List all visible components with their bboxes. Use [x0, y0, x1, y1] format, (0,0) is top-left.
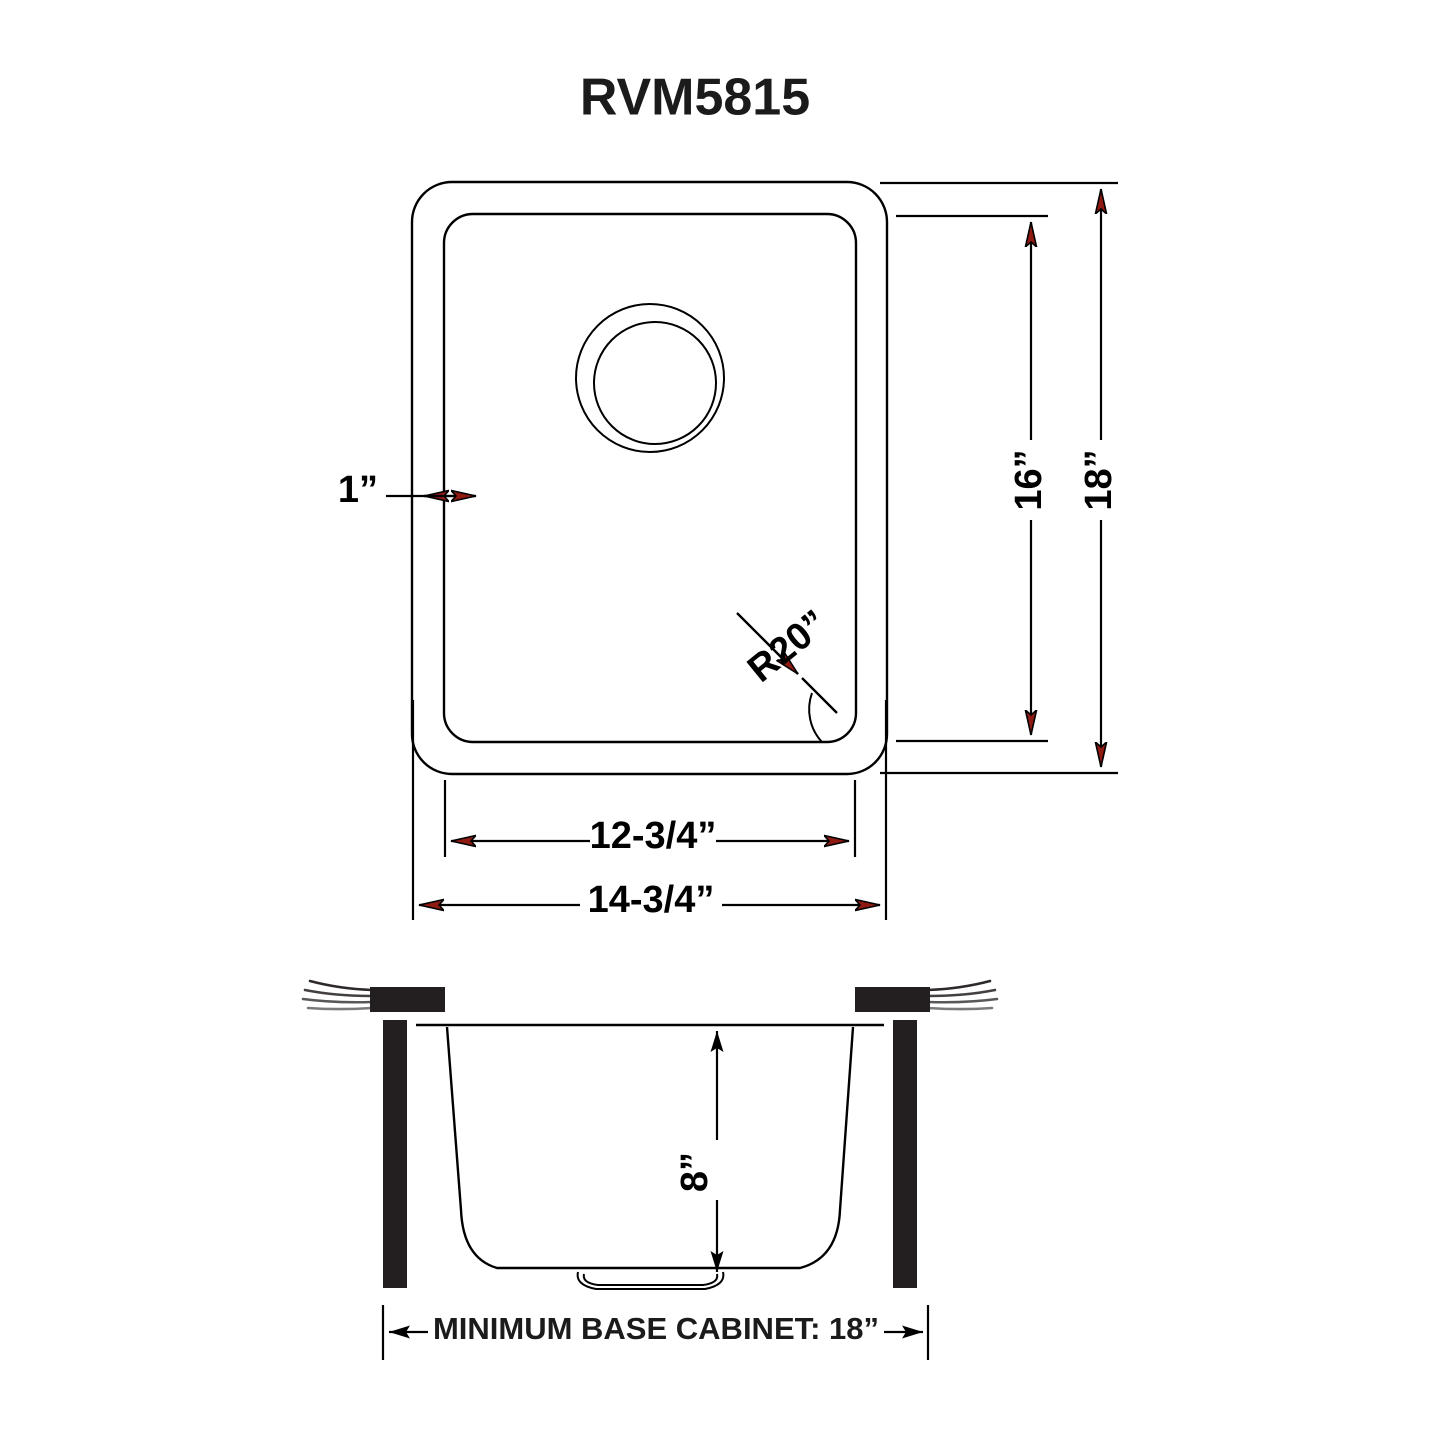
radius-label: R20” — [740, 602, 835, 690]
section-drain-flange-inner — [582, 1273, 719, 1286]
countertop-right-break-hatch — [926, 979, 999, 1011]
outer-height-label: 18” — [1078, 449, 1120, 510]
radius-leader-tail — [801, 677, 838, 714]
corner-radius-callout: R20” — [736, 602, 838, 743]
outer-height-dimension: 18” — [1078, 189, 1120, 767]
top-view-group: R20” 1” 16” — [338, 180, 1120, 921]
sink-inner-bowl — [442, 212, 858, 744]
radius-arc — [808, 692, 823, 743]
rim-thickness-label: 1” — [338, 469, 378, 511]
section-bowl-profile — [445, 1026, 855, 1270]
outer-width-label: 14-3/4” — [588, 879, 715, 921]
outer-width-dimension: 14-3/4” — [419, 879, 880, 921]
drain-inner-circle — [593, 321, 717, 445]
inner-height-label: 16” — [1008, 449, 1050, 510]
countertop-right — [855, 987, 930, 1012]
base-cabinet-label: MINIMUM BASE CABINET: 18” — [433, 1311, 879, 1346]
section-drain-flange-outer — [576, 1271, 725, 1290]
bowl-depth-dimension: 8” — [674, 1031, 724, 1272]
inner-height-dimension: 16” — [1008, 222, 1050, 735]
inner-width-label: 12-3/4” — [590, 815, 717, 857]
cabinet-wall-left — [383, 1020, 407, 1288]
section-view-group: 8” MINIMUM BASE CABINET: 18” — [301, 979, 999, 1360]
countertop-left — [370, 987, 445, 1012]
rim-thickness-callout: 1” — [338, 469, 476, 511]
drain-outer-circle — [575, 303, 725, 453]
countertop-left-break-hatch — [301, 979, 374, 1011]
radius-leader-line — [736, 612, 799, 675]
page-title: RVM5815 — [580, 69, 810, 127]
sink-outer-rim — [410, 180, 889, 776]
base-cabinet-dimension: MINIMUM BASE CABINET: 18” — [381, 1305, 930, 1360]
cabinet-wall-right — [893, 1020, 917, 1288]
bowl-depth-label: 8” — [674, 1152, 716, 1192]
inner-width-dimension: 12-3/4” — [451, 815, 849, 857]
